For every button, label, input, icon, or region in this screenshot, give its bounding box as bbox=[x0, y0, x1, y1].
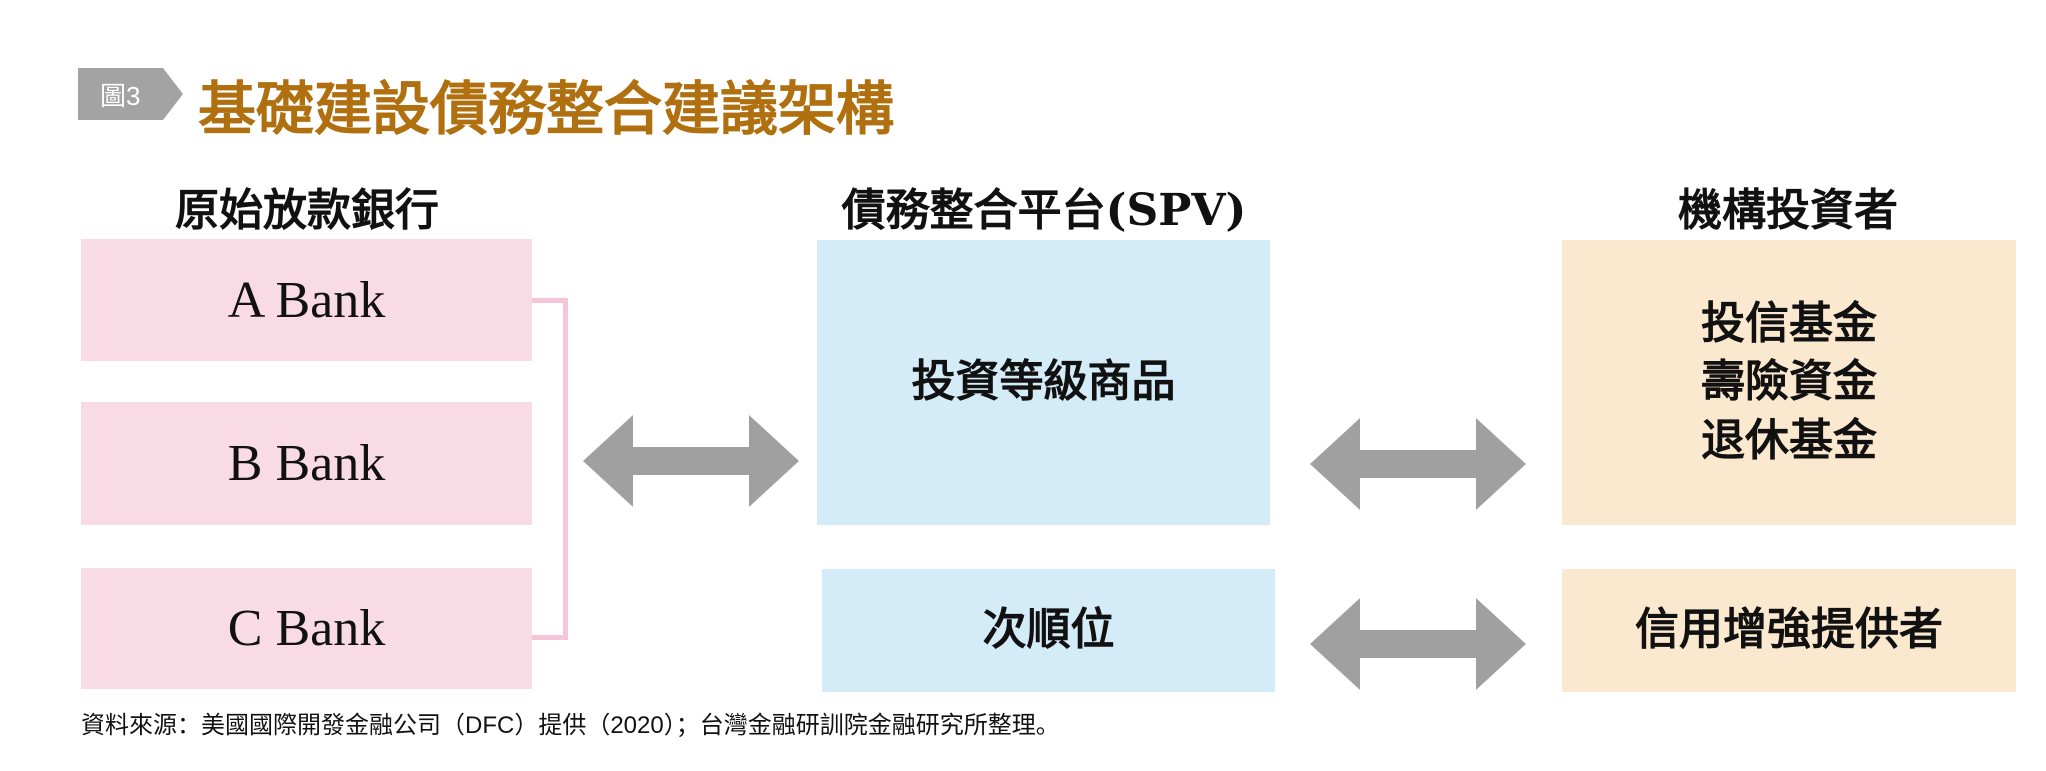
bank-bracket-connector bbox=[532, 298, 568, 640]
banks-header: 原始放款銀行 bbox=[175, 185, 439, 236]
bank-a-box: A Bank bbox=[81, 239, 532, 361]
double-arrow-spv-investors bbox=[1310, 418, 1526, 510]
subordinated-box: 次順位 bbox=[822, 569, 1275, 692]
investors-header: 機構投資者 bbox=[1678, 185, 1898, 236]
investor-item: 退休基金 bbox=[1701, 414, 1877, 466]
figure-badge bbox=[78, 68, 183, 120]
double-arrow-banks-spv bbox=[583, 415, 799, 507]
bank-c-box: C Bank bbox=[81, 568, 532, 689]
spv-header: 債務整合平台(SPV) bbox=[841, 185, 1247, 236]
investor-item: 投信基金 bbox=[1701, 298, 1877, 350]
double-arrow-sub-credit bbox=[1310, 598, 1526, 690]
figure-number: 圖3 bbox=[100, 81, 141, 111]
investor-item: 壽險資金 bbox=[1701, 356, 1877, 408]
investors-box: 投信基金 壽險資金 退休基金 bbox=[1562, 240, 2016, 525]
credit-enhancer-box: 信用增強提供者 bbox=[1562, 569, 2016, 692]
source-note: 資料來源：美國國際開發金融公司（DFC）提供（2020）；台灣金融研訓院金融研究… bbox=[81, 712, 1060, 739]
bank-b-box: B Bank bbox=[81, 402, 532, 525]
figure-title: 基礎建設債務整合建議架構 bbox=[198, 75, 895, 143]
investment-grade-box: 投資等級商品 bbox=[817, 240, 1270, 525]
